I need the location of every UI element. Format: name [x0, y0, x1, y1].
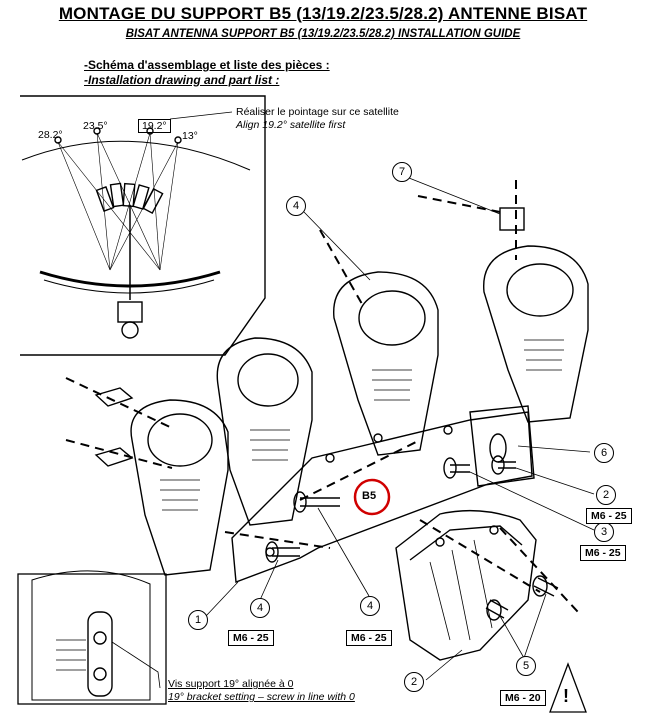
part-7-nut	[499, 207, 525, 231]
satellite-28-marker	[54, 136, 62, 144]
callout-5: 5	[516, 656, 536, 676]
screw-size-label: M6 - 25	[228, 630, 274, 646]
callout-4: 4	[250, 598, 270, 618]
clamp-left	[130, 399, 229, 576]
callout-4: 4	[360, 596, 380, 616]
callout-4: 2	[596, 485, 616, 505]
callout-3: 4	[286, 196, 306, 216]
section-heading-en: -Installation drawing and part list :	[84, 73, 280, 87]
orbit-arc	[21, 140, 251, 171]
screw-size-label: M6 - 25	[346, 630, 392, 646]
clamp-3	[333, 271, 439, 456]
screw-size-label: M6 - 25	[580, 545, 626, 561]
b5-marking-label: B5	[362, 490, 377, 502]
callout-6: 6	[594, 443, 614, 463]
clamp-2	[216, 337, 313, 526]
angle-label: 13°	[182, 130, 198, 142]
b5-marking-circle	[353, 478, 391, 516]
document-title: MONTAGE DU SUPPORT B5 (13/19.2/23.5/28.2…	[58, 4, 588, 23]
screw-size-label: M6 - 20	[500, 690, 546, 706]
screw-size-label: M6 - 25	[586, 508, 632, 524]
warning-icon: !	[563, 686, 569, 706]
callout-1: 1	[188, 610, 208, 630]
satellite-note-en: Align 19.2° satellite first	[236, 119, 346, 131]
callout-7: 7	[392, 162, 412, 182]
detail-inset-frame	[17, 573, 167, 705]
main-plate	[231, 411, 533, 583]
angle-label-selected: 19.2°	[138, 119, 171, 133]
part-6-plate	[469, 405, 535, 487]
warning-triangle	[549, 662, 587, 713]
detail-note-en: 19° bracket setting – screw in line with…	[168, 691, 355, 703]
detail-note-fr: Vis support 19° alignée à 0	[168, 678, 294, 690]
angle-label: 28.2°	[38, 129, 63, 141]
angle-label: 23.5°	[83, 120, 108, 132]
satellite-note-fr: Réaliser le pointage sur ce satellite	[236, 106, 399, 118]
callout-2: 2	[404, 672, 424, 692]
screws	[265, 455, 559, 621]
part-2-bracket	[395, 509, 537, 661]
callout-4: 3	[594, 522, 614, 542]
section-heading-fr: -Schéma d'assemblage et liste des pièces…	[84, 58, 330, 72]
document-subtitle: BISAT ANTENNA SUPPORT B5 (13/19.2/23.5/2…	[125, 28, 521, 40]
clamp-4	[483, 245, 589, 423]
satellite-inset-frame	[20, 95, 266, 356]
